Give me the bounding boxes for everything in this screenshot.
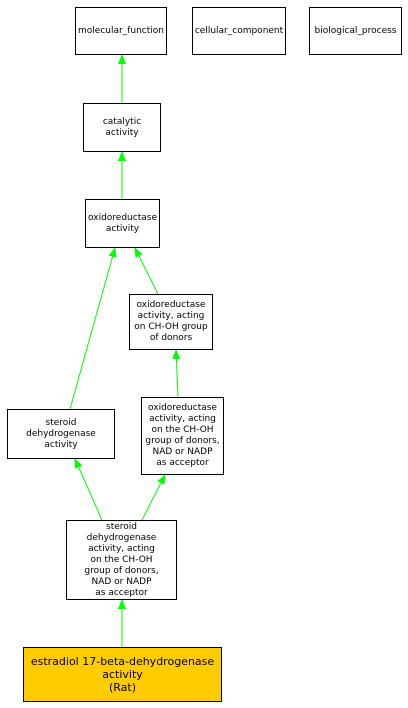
- node-oxidoreductase-choh[interactable]: oxidoreductase activity, acting on CH-OH…: [129, 294, 213, 350]
- node-oxidoreductase-choh-nad[interactable]: oxidoreductase activity, acting on the C…: [141, 397, 224, 475]
- node-molecular-function[interactable]: molecular_function: [75, 7, 167, 55]
- edge-steroid_dehydrogenase_choh_nad-to-steroid_dehydrogenase: [74, 458, 103, 521]
- node-steroid-dehydrogenase[interactable]: steroid dehydrogenase activity: [7, 409, 115, 459]
- edge-steroid_dehydrogenase-to-oxidoreductase_activity: [69, 247, 117, 410]
- node-cellular-component[interactable]: cellular_component: [192, 7, 286, 55]
- node-steroid-dehydrogenase-choh-nad[interactable]: steroid dehydrogenase activity, acting o…: [66, 520, 177, 600]
- edge-steroid_dehydrogenase_choh_nad-to-oxidoreductase_choh_nad: [141, 474, 166, 521]
- node-oxidoreductase-activity[interactable]: oxidoreductase activity: [85, 199, 160, 248]
- edge-oxidoreductase_choh-to-oxidoreductase_activity: [134, 247, 159, 295]
- node-catalytic-activity[interactable]: catalytic activity: [83, 103, 161, 152]
- edge-oxidoreductase_choh_nad-to-oxidoreductase_choh: [172, 349, 181, 398]
- node-estradiol-17-beta-dehydrogenase[interactable]: estradiol 17-beta-dehydrogenase activity…: [23, 647, 222, 702]
- node-biological-process[interactable]: biological_process: [309, 7, 402, 55]
